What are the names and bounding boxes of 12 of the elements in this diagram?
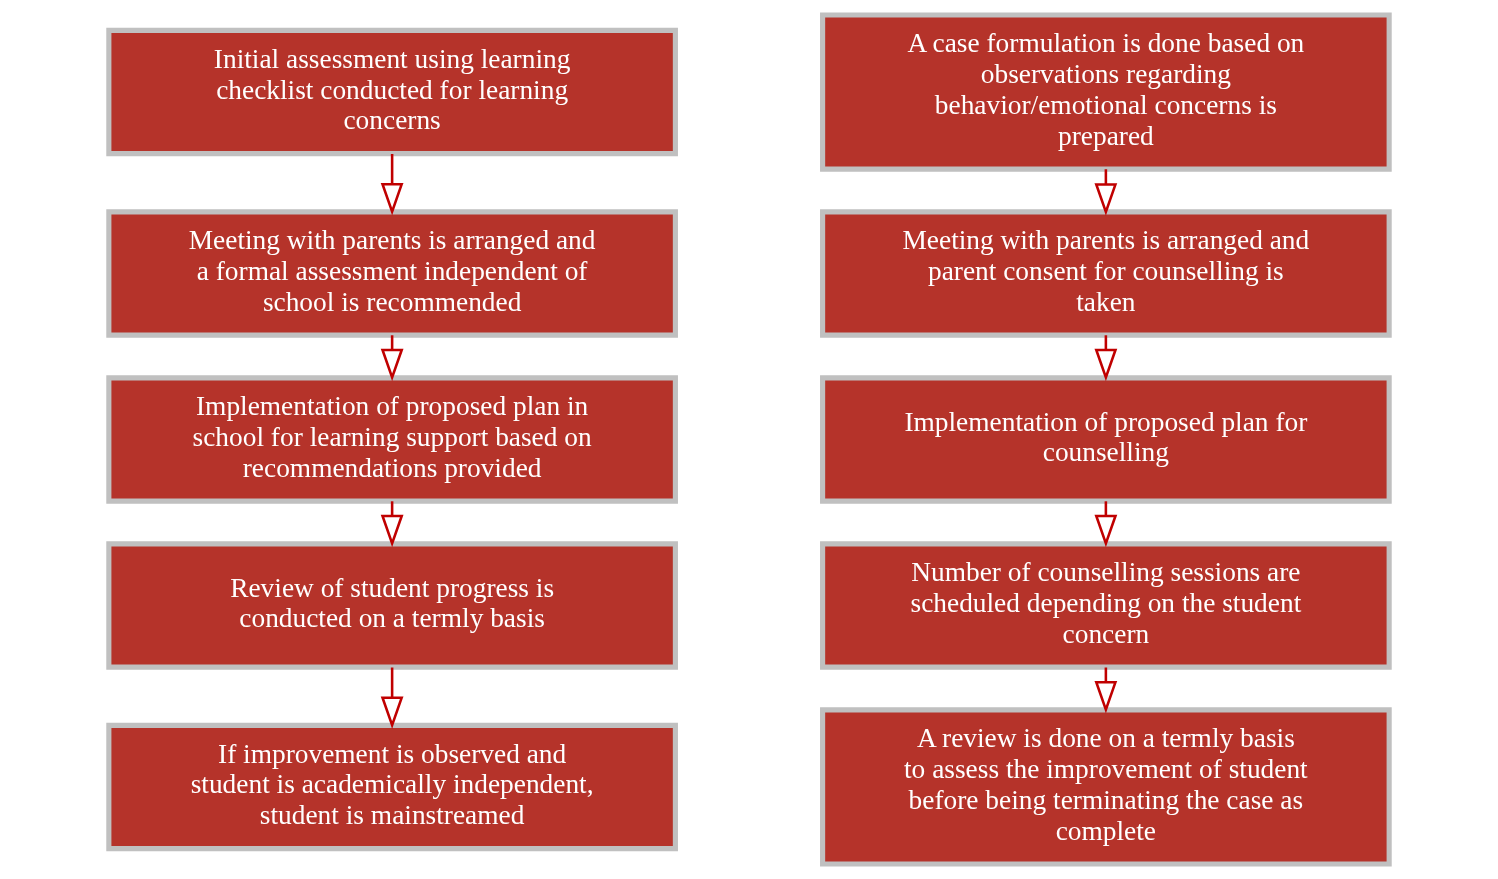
node-box: Initial assessment using learning checklist conducted for learning concerns bbox=[106, 27, 678, 157]
node-box: Implementation of proposed plan for counselling bbox=[820, 375, 1392, 504]
arrow bbox=[380, 154, 404, 216]
node-box: Meeting with parents is arranged and parent consent for counselling is taken bbox=[820, 209, 1392, 338]
node-box: Number of counselling sessions are scheduled depending on the student concern bbox=[820, 541, 1392, 670]
node-box: A review is done on a termly basis to assess the improvement of student before being terminating the case as complete bbox=[820, 707, 1392, 867]
arrow bbox=[380, 667, 404, 729]
node-box: Review of student progress is conducted on a termly basis bbox=[106, 541, 678, 670]
node-box: Meeting with parents is arranged and a formal assessment independent of school is recommended bbox=[106, 209, 678, 338]
node-box: Implementation of proposed plan in school for learning support based on recommendations provided bbox=[106, 375, 678, 504]
node-box: If improvement is observed and student is academically independent, student is mainstreamed bbox=[106, 722, 678, 852]
node-box: A case formulation is done based on observations regarding behavior/emotional concerns is prepared bbox=[820, 12, 1392, 172]
